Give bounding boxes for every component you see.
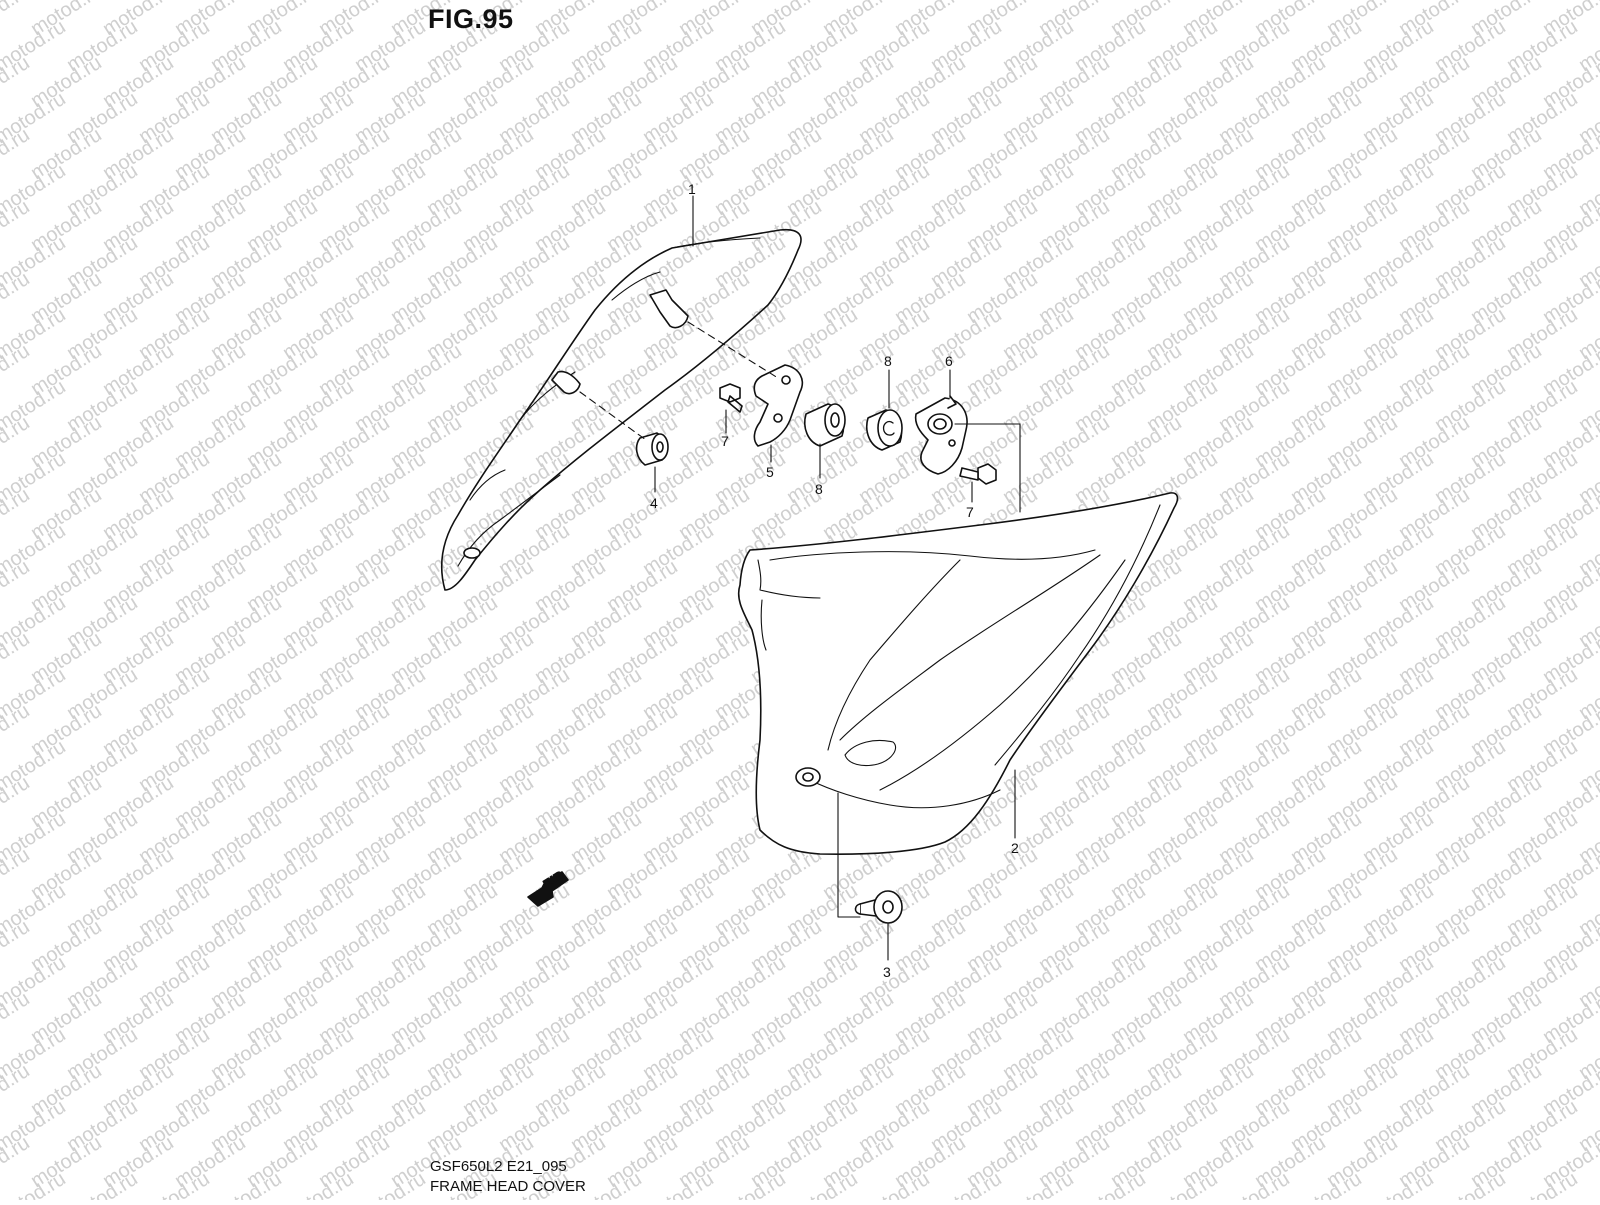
watermark-text: motod.ru — [1575, 0, 1600, 4]
section-name: FRAME HEAD COVER — [430, 1178, 586, 1195]
part-8-grommet-b — [866, 409, 903, 451]
model-code: GSF650L2 E21_095 — [430, 1158, 567, 1175]
callout-7-upper: 7 — [721, 433, 729, 449]
part-1-upper-cover — [440, 228, 802, 591]
part-7-bolt-a — [719, 383, 743, 413]
callout-8-lower: 8 — [815, 481, 823, 497]
callout-2: 2 — [1011, 840, 1019, 856]
assembly-lines — [579, 321, 779, 441]
callout-1: 1 — [688, 181, 696, 197]
part-6-plate — [914, 395, 968, 475]
part-4-grommet — [635, 432, 669, 466]
callout-4: 4 — [650, 495, 658, 511]
part-2-side-panel — [737, 492, 1179, 855]
part-7-bolt-b — [959, 463, 997, 485]
part-3-screw — [854, 890, 903, 924]
callout-7-lower: 7 — [966, 504, 974, 520]
callout-6: 6 — [945, 353, 953, 369]
callout-5: 5 — [766, 464, 774, 480]
figure-title: FIG.95 — [428, 4, 514, 34]
part-8-grommet-a — [804, 403, 846, 447]
callout-8-upper: 8 — [884, 353, 892, 369]
callout-3: 3 — [883, 964, 891, 980]
part-5-bracket — [753, 364, 804, 447]
callout-numbers: 1 2 3 4 5 6 7 7 8 8 — [650, 181, 1019, 980]
leader-lines — [654, 195, 1021, 961]
